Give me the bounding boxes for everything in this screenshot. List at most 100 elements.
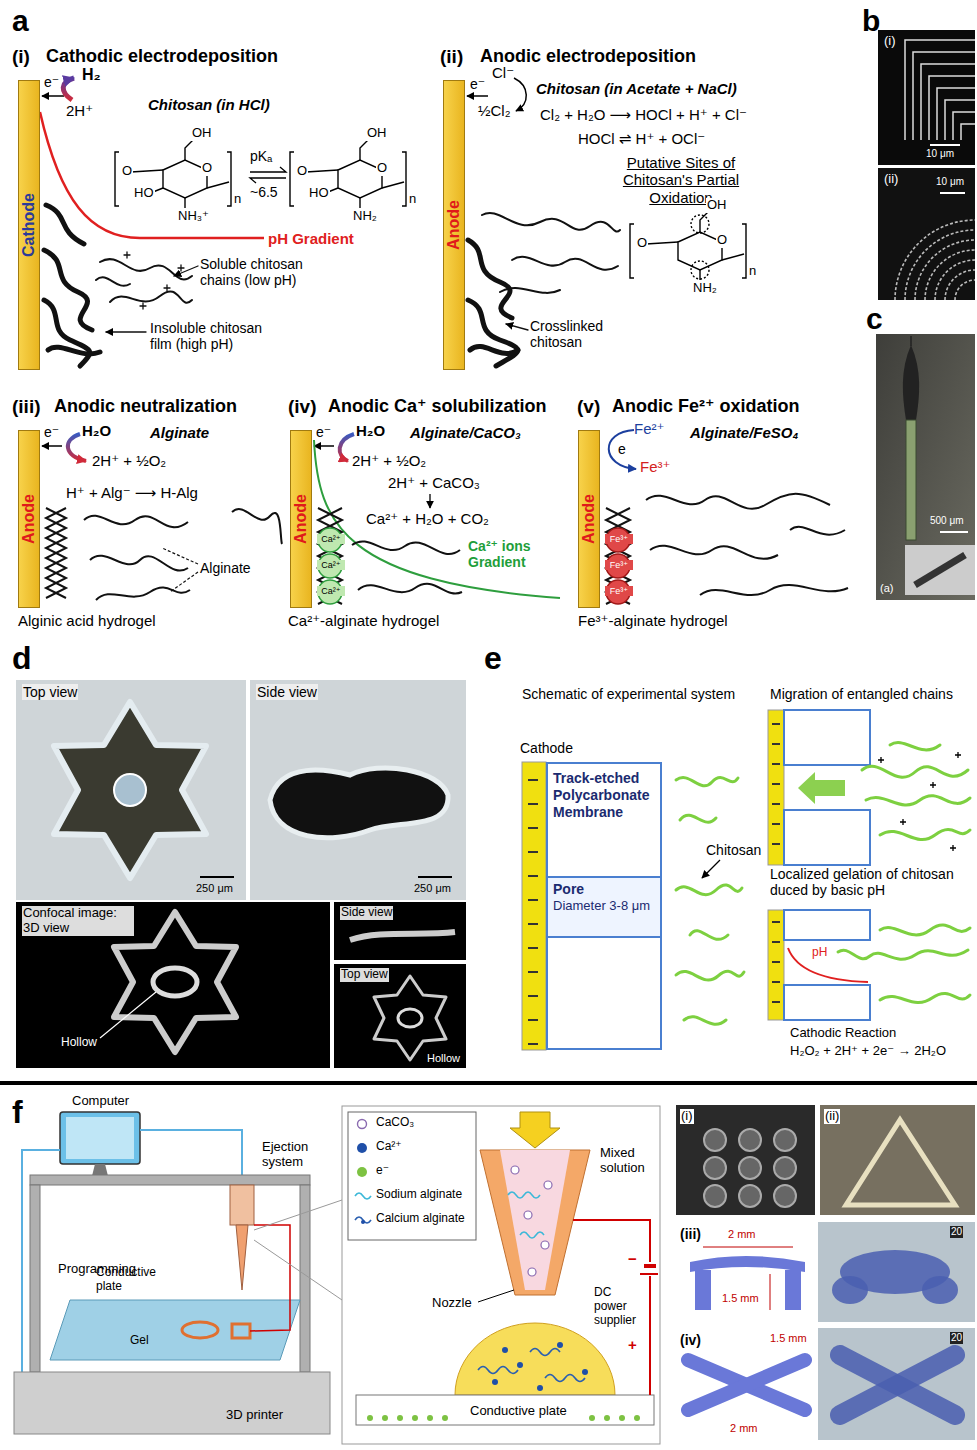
image-label: (ii) [824, 1109, 840, 1124]
micrograph [878, 30, 975, 300]
reaction-arrows [314, 445, 334, 447]
nozzle-schematic [528, 1268, 536, 1276]
chitosan-structure [382, 182, 404, 188]
annotation: Computer [72, 1094, 129, 1109]
image-label: Side view [340, 906, 393, 920]
chitosan-chains [124, 252, 184, 309]
membrane-schematic [522, 762, 546, 1050]
alginate-chains [646, 494, 830, 509]
membrane-schematic [522, 710, 970, 1050]
chem-label: Ca²⁺ [317, 534, 345, 544]
micrograph [418, 876, 452, 878]
legend-sample [354, 1190, 372, 1202]
micrograph [334, 964, 466, 1068]
chem-label: H₂ [82, 66, 101, 84]
chitosan-chains [110, 291, 192, 302]
annotation: Fe³⁺-alginate hydrogel [578, 612, 728, 629]
print-result [690, 1256, 805, 1272]
reaction-text: 2H⁺ + ½O₂ [92, 452, 166, 469]
image-label: Confocal image: 3D view [22, 906, 134, 936]
nozzle-schematic [557, 1342, 563, 1348]
chitosan-structure [290, 140, 406, 208]
micrograph [16, 902, 330, 1068]
reaction-arrows [40, 112, 264, 238]
chem-label: Fe³⁺ [605, 586, 633, 596]
chem-label: e⁻ [44, 74, 59, 90]
scale-label: 1.5 mm [770, 1332, 807, 1345]
image-label: Hollow [60, 1036, 98, 1050]
panel-title: Localized gelation of chitosan duced by … [770, 866, 970, 898]
panel-letter: f [12, 1094, 23, 1131]
annotation: Conductive plate [470, 1404, 567, 1419]
alginate-chains [162, 548, 198, 592]
reaction-text: 2H⁺ + CaCO₃ [388, 474, 480, 491]
chem-label: ½Cl₂ [478, 102, 511, 119]
electrode-photo [876, 334, 975, 600]
chem-label: Fe³⁺ [605, 560, 633, 570]
alginate-chains [352, 541, 460, 554]
electrode-label: Anode [21, 494, 37, 544]
chitosan-structure [742, 224, 746, 278]
alginate-chains [46, 508, 66, 598]
chem-label: HO [133, 186, 155, 201]
nozzle-schematic [367, 1415, 373, 1421]
reaction-arrows [609, 430, 636, 469]
membrane-schematic [784, 910, 870, 940]
panel-title: Anodic electrodeposition [480, 46, 696, 67]
membrane-schematic [784, 810, 870, 865]
micrograph [930, 144, 960, 146]
electrode-photo [910, 336, 912, 346]
legend-sample [354, 1118, 372, 1130]
micrograph [350, 932, 455, 940]
legend-sample [355, 1193, 371, 1199]
alginate-chains [46, 508, 66, 598]
annotation: Ca²⁺ ions Gradient [468, 538, 548, 570]
electrode-bar: Cathode [18, 80, 40, 370]
chem-label: H₂O [356, 422, 385, 439]
chitosan-structure [153, 188, 163, 192]
reaction-arrows [314, 440, 560, 598]
reaction-arrows [314, 434, 560, 598]
legend-text: Ca²⁺ [376, 1140, 402, 1154]
image-label: (i) [884, 34, 896, 49]
annotation: Alginate/CaCO₃ [410, 424, 521, 441]
chem-label: e⁻ [316, 424, 331, 440]
membrane-schematic [880, 925, 970, 935]
print-result [832, 1276, 868, 1304]
chem-label: Fe³⁺ [640, 458, 670, 475]
nozzle-schematic [412, 1415, 418, 1421]
chem-label: e⁻ [44, 424, 59, 440]
reaction-arrows [42, 95, 64, 97]
chitosan-chains [46, 205, 84, 244]
annotation: + [628, 1336, 637, 1353]
chitosan-structure [359, 198, 360, 208]
chem-label: e [618, 441, 626, 457]
membrane-schematic [528, 780, 538, 1044]
electrode-photo [940, 531, 968, 533]
nozzle-schematic [582, 1369, 588, 1375]
printer-schematic [232, 1324, 250, 1338]
alginate-chains [700, 585, 848, 595]
chitosan-structure [115, 140, 231, 208]
chem-label: pKₐ [250, 148, 272, 164]
nozzle-schematic [397, 1415, 403, 1421]
annotation: pH [812, 946, 827, 960]
chitosan-structure [691, 215, 709, 233]
membrane-schematic [862, 743, 970, 840]
electrode-label: Cathode [21, 193, 37, 257]
chitosan-chains [100, 259, 192, 279]
micrograph [374, 976, 446, 1060]
chitosan-structure [630, 212, 746, 280]
chitosan-chains [506, 324, 528, 330]
membrane-schematic [772, 922, 780, 1002]
electrode-label: Anode [581, 494, 597, 544]
micrograph [54, 702, 206, 878]
micrograph [940, 192, 965, 194]
electrode-photo [905, 545, 975, 595]
annotation: Alginate [200, 560, 251, 576]
annotation: − [628, 1250, 637, 1267]
electrode-bar: Anode [290, 430, 312, 608]
image-label: (ii) [884, 172, 898, 187]
legend-text: Sodium alginate [376, 1188, 462, 1202]
